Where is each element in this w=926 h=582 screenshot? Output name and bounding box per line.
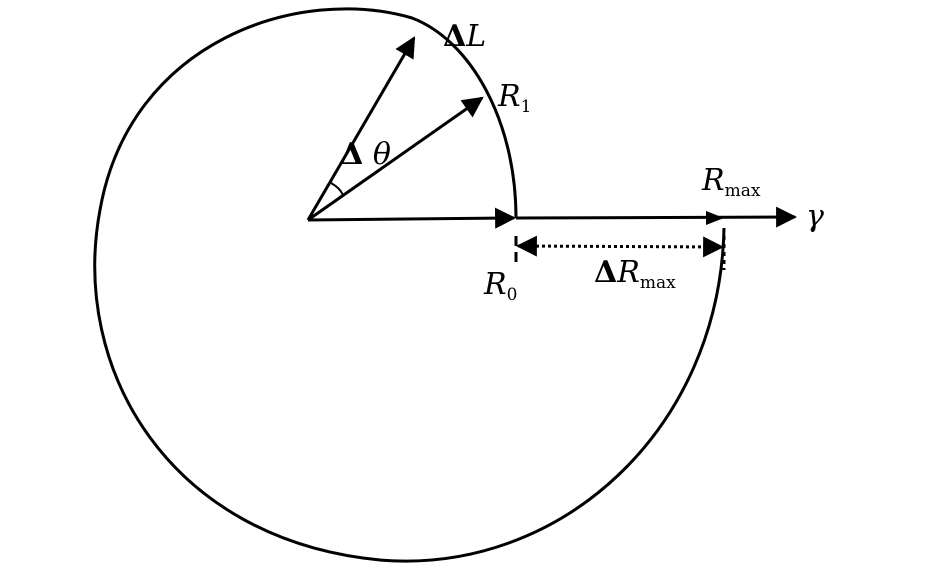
vector-r0: [307, 207, 517, 229]
label-delta-l: ΔL: [443, 19, 487, 54]
label-rmax: Rmax: [702, 163, 761, 201]
vector-delta-l: [306, 36, 416, 221]
label-r0: R0: [484, 267, 518, 305]
label-r1: R1: [498, 79, 532, 117]
spiral-curve: [93, 7, 726, 563]
axis-line: [515, 206, 798, 228]
vector-r1: [307, 96, 484, 222]
angle-arc: [330, 182, 344, 196]
delta-rmax-dimension: [515, 235, 725, 258]
label-gamma: γ: [806, 199, 824, 234]
arrowhead-rmax: [706, 211, 724, 225]
label-delta-rmax: ΔRmax: [594, 255, 676, 293]
label-delta-theta: Δ θ: [340, 137, 391, 172]
